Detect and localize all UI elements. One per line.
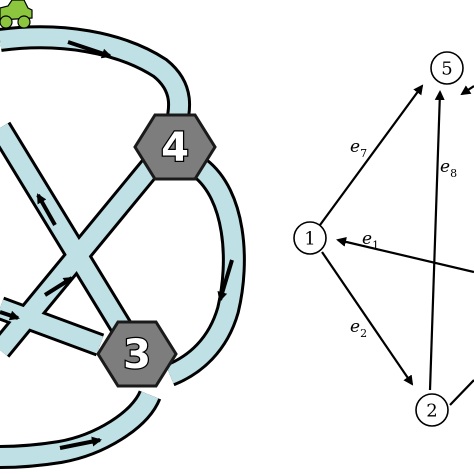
- intersection-4-label: 4: [161, 125, 189, 171]
- road-arrow: [67, 40, 112, 59]
- node-5-label: 5: [441, 59, 452, 80]
- road-arrow: [59, 436, 102, 450]
- edge-e8: [428, 90, 445, 391]
- edge-e2-label: e2: [350, 317, 367, 340]
- edge-e1: [336, 236, 474, 274]
- edge-e2: [321, 251, 414, 386]
- edge-e7: [319, 84, 424, 226]
- edge-e1-label: e1: [362, 229, 379, 252]
- road-arrow: [217, 259, 234, 302]
- node-2-label: 2: [426, 401, 437, 422]
- road-direction-arrows: [0, 40, 234, 450]
- road-outlines: [0, 25, 246, 469]
- node-2: 2: [415, 393, 449, 427]
- edge-e7-label: e7: [350, 137, 367, 160]
- intersection-4: 4: [133, 113, 217, 181]
- road-arrow: [36, 193, 57, 226]
- node-1: 1: [293, 221, 327, 255]
- road-arrow: [0, 310, 20, 321]
- intersection-3: 3: [96, 320, 178, 388]
- node-5: 5: [430, 51, 464, 85]
- road-network: 4 3: [0, 0, 246, 469]
- road-fills: [0, 28, 243, 466]
- edge-offscreen-to-5: [460, 85, 474, 96]
- intersection-3-label: 3: [123, 332, 151, 378]
- road-arrow: [43, 276, 74, 297]
- car-icon: [0, 0, 33, 29]
- edge-offscreen-from-2: [449, 379, 474, 406]
- graph-diagram: e7 e8 e1 e2 5 1 2: [293, 51, 474, 427]
- edge-e8-label: e8: [440, 157, 457, 180]
- node-1-label: 1: [304, 229, 315, 250]
